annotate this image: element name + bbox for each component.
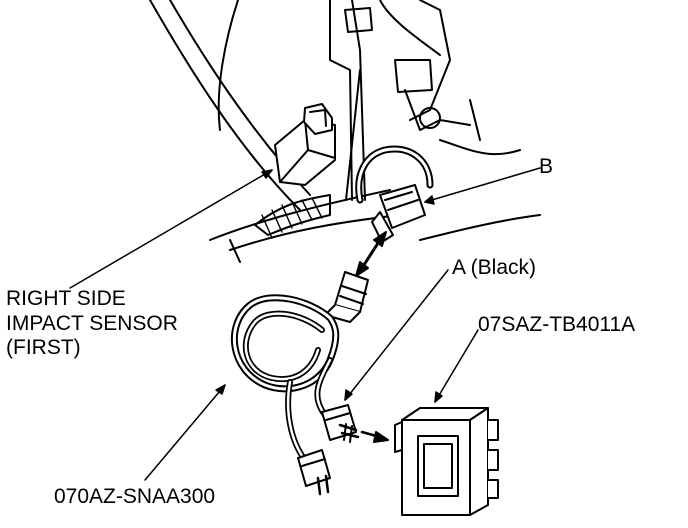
- test-harness-connector: [324, 271, 369, 323]
- leader-box: [434, 329, 479, 403]
- label-tool-box: 07SAZ-TB4011A: [478, 313, 636, 336]
- plug-a-black: [321, 404, 360, 443]
- vehicle-body-panel: [149, 0, 541, 263]
- label-harness: 070AZ-SNAA300: [54, 485, 216, 508]
- leader-a: [344, 269, 449, 401]
- conduit: [254, 194, 331, 236]
- leader-b: [424, 167, 541, 203]
- vehicle-harness: [355, 145, 434, 243]
- leader-harness: [144, 384, 226, 481]
- harness-cable-coil: [231, 294, 340, 463]
- plug-to-box-arrow: [360, 430, 389, 443]
- test-box: [394, 407, 499, 516]
- plug-lead-end: [297, 449, 331, 496]
- leader-lines: [69, 167, 541, 481]
- label-a-black: A (Black): [452, 256, 537, 279]
- label-b: B: [539, 155, 554, 178]
- label-sensor-line1: RIGHT SIDE: [6, 287, 126, 310]
- label-sensor-line3: (FIRST): [6, 336, 81, 359]
- label-sensor-line2: IMPACT SENSOR: [6, 312, 178, 335]
- connection-arrow: [355, 231, 387, 277]
- leader-sensor: [69, 169, 273, 289]
- impact-sensor: [274, 103, 336, 186]
- connector-b: [379, 184, 426, 229]
